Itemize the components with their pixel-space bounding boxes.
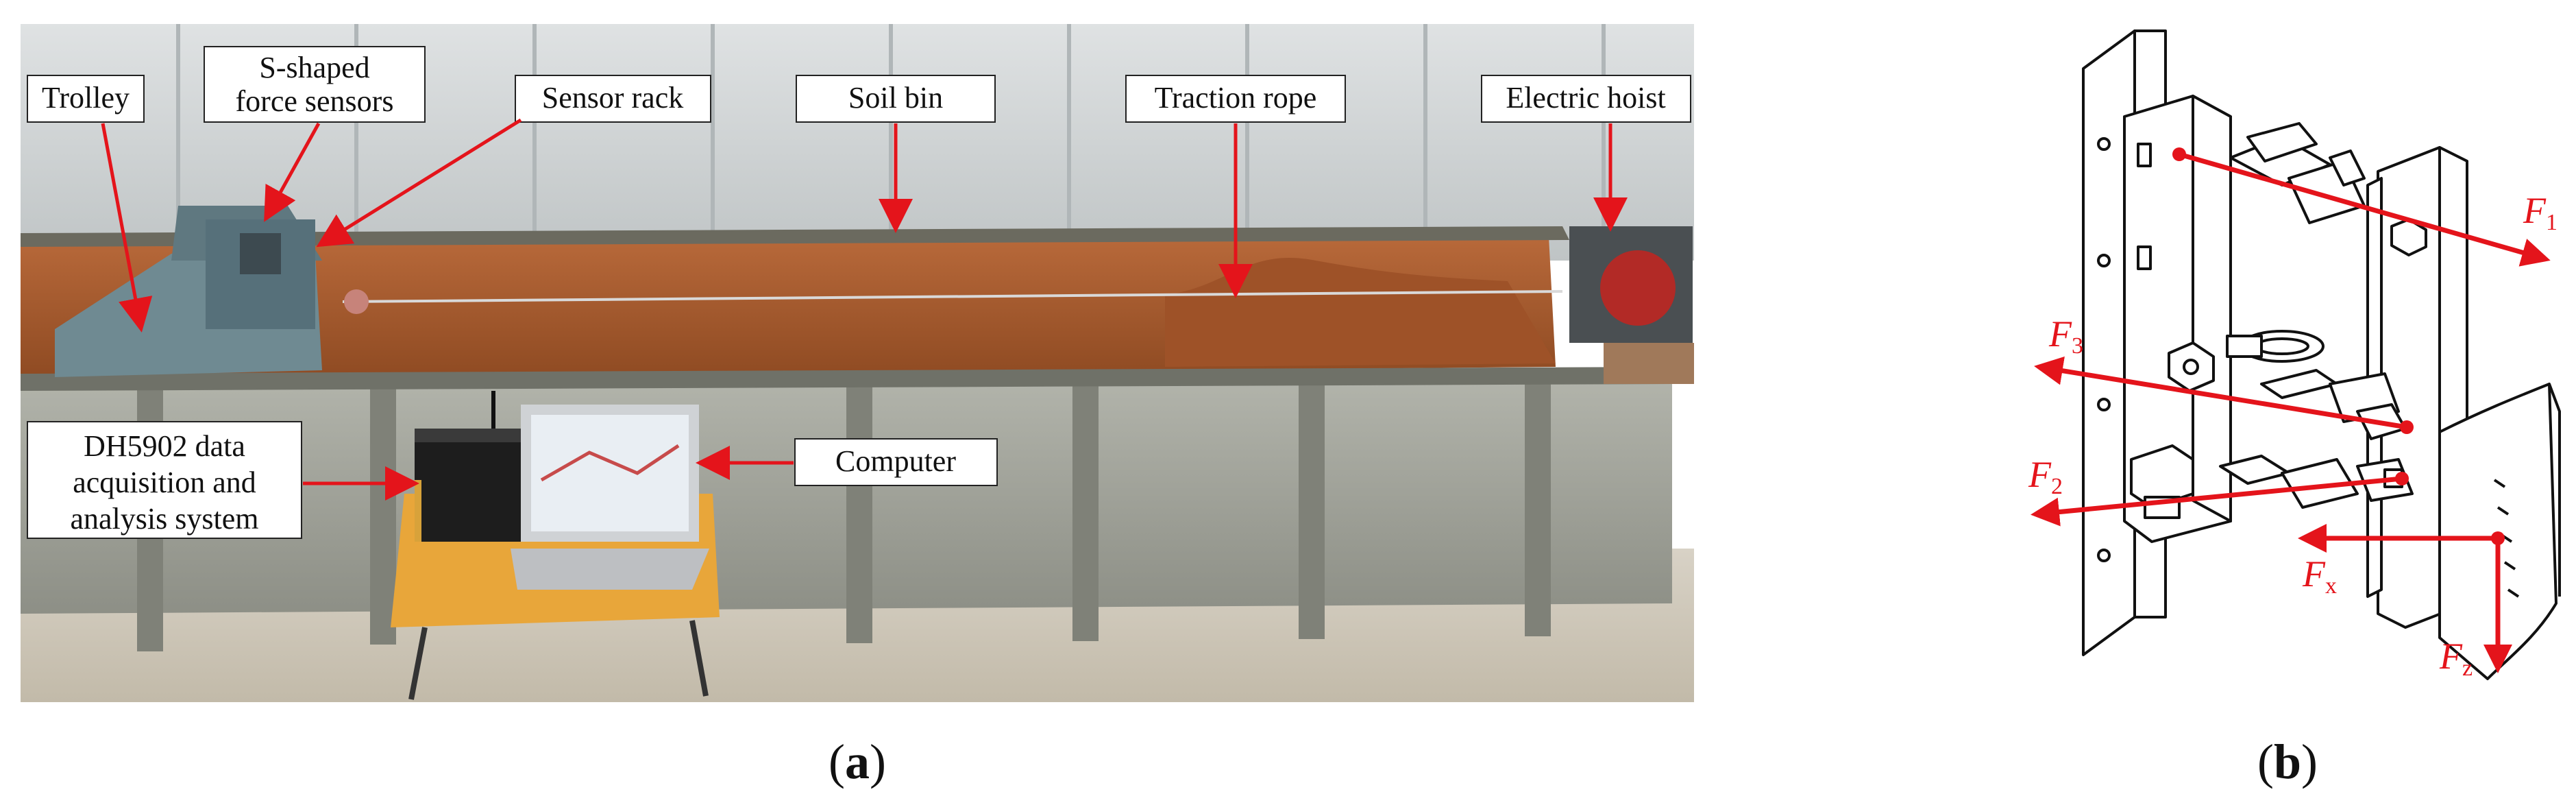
callout-sensor-rack: Sensor rack [316, 75, 711, 248]
callout-s-sensors: S-shaped force sensors [204, 46, 426, 222]
callout-trolley-text: Trolley [42, 81, 130, 115]
bin-top-rim [21, 226, 1569, 247]
electric-hoist-machine [1569, 226, 1694, 384]
callout-computer: Computer [696, 438, 998, 486]
label-f2: F2 [2028, 454, 2063, 499]
panel-a-callouts: Trolley S-shaped force sensors Sensor ra… [27, 46, 1691, 539]
callout-sensor-rack-text: Sensor rack [542, 81, 684, 115]
arrow-f2 [2031, 476, 2403, 527]
callout-soil-bin: Soil bin [796, 75, 996, 233]
callout-traction-rope: Traction rope [1125, 75, 1346, 298]
force-labels: F1 F3 F2 Fx Fz [2028, 190, 2557, 681]
workstation [391, 391, 720, 700]
bin-supports [137, 376, 1551, 651]
panel-b-label: (b) [2257, 734, 2318, 789]
label-f1: F1 [2523, 190, 2557, 235]
callout-daq-line3: analysis system [71, 502, 259, 536]
traction-rope-line [342, 290, 1563, 303]
callout-daq-line2: acquisition and [73, 466, 256, 499]
bin-front-rim [21, 367, 1672, 391]
soil-mound [1165, 257, 1556, 367]
trolley-machine [55, 206, 369, 377]
arrow-f3 [2034, 356, 2407, 430]
panel-b-diagram [2082, 29, 2561, 680]
arrow-f1 [2179, 152, 2551, 267]
label-f3: F3 [2048, 313, 2083, 359]
callout-computer-text: Computer [835, 444, 956, 478]
force-arrows [2031, 147, 2551, 673]
callout-trolley: Trolley [27, 75, 153, 333]
panel-a-photo [21, 24, 1694, 702]
label-fx: Fx [2302, 553, 2337, 599]
callout-soil-bin-text: Soil bin [848, 81, 943, 115]
callout-daq-line1: DH5902 data [84, 429, 245, 463]
callout-s-sensors-line2: force sensors [236, 84, 394, 118]
callout-daq: DH5902 data acquisition and analysis sys… [27, 421, 419, 539]
panel-a-label: (a) [829, 734, 886, 789]
callout-s-sensors-line1: S-shaped [259, 51, 369, 84]
callout-electric-hoist: Electric hoist [1481, 75, 1691, 232]
callout-electric-hoist-text: Electric hoist [1506, 81, 1665, 115]
label-fz: Fz [2439, 636, 2473, 681]
callout-traction-rope-text: Traction rope [1155, 81, 1317, 115]
wall-ribs [176, 24, 1606, 261]
